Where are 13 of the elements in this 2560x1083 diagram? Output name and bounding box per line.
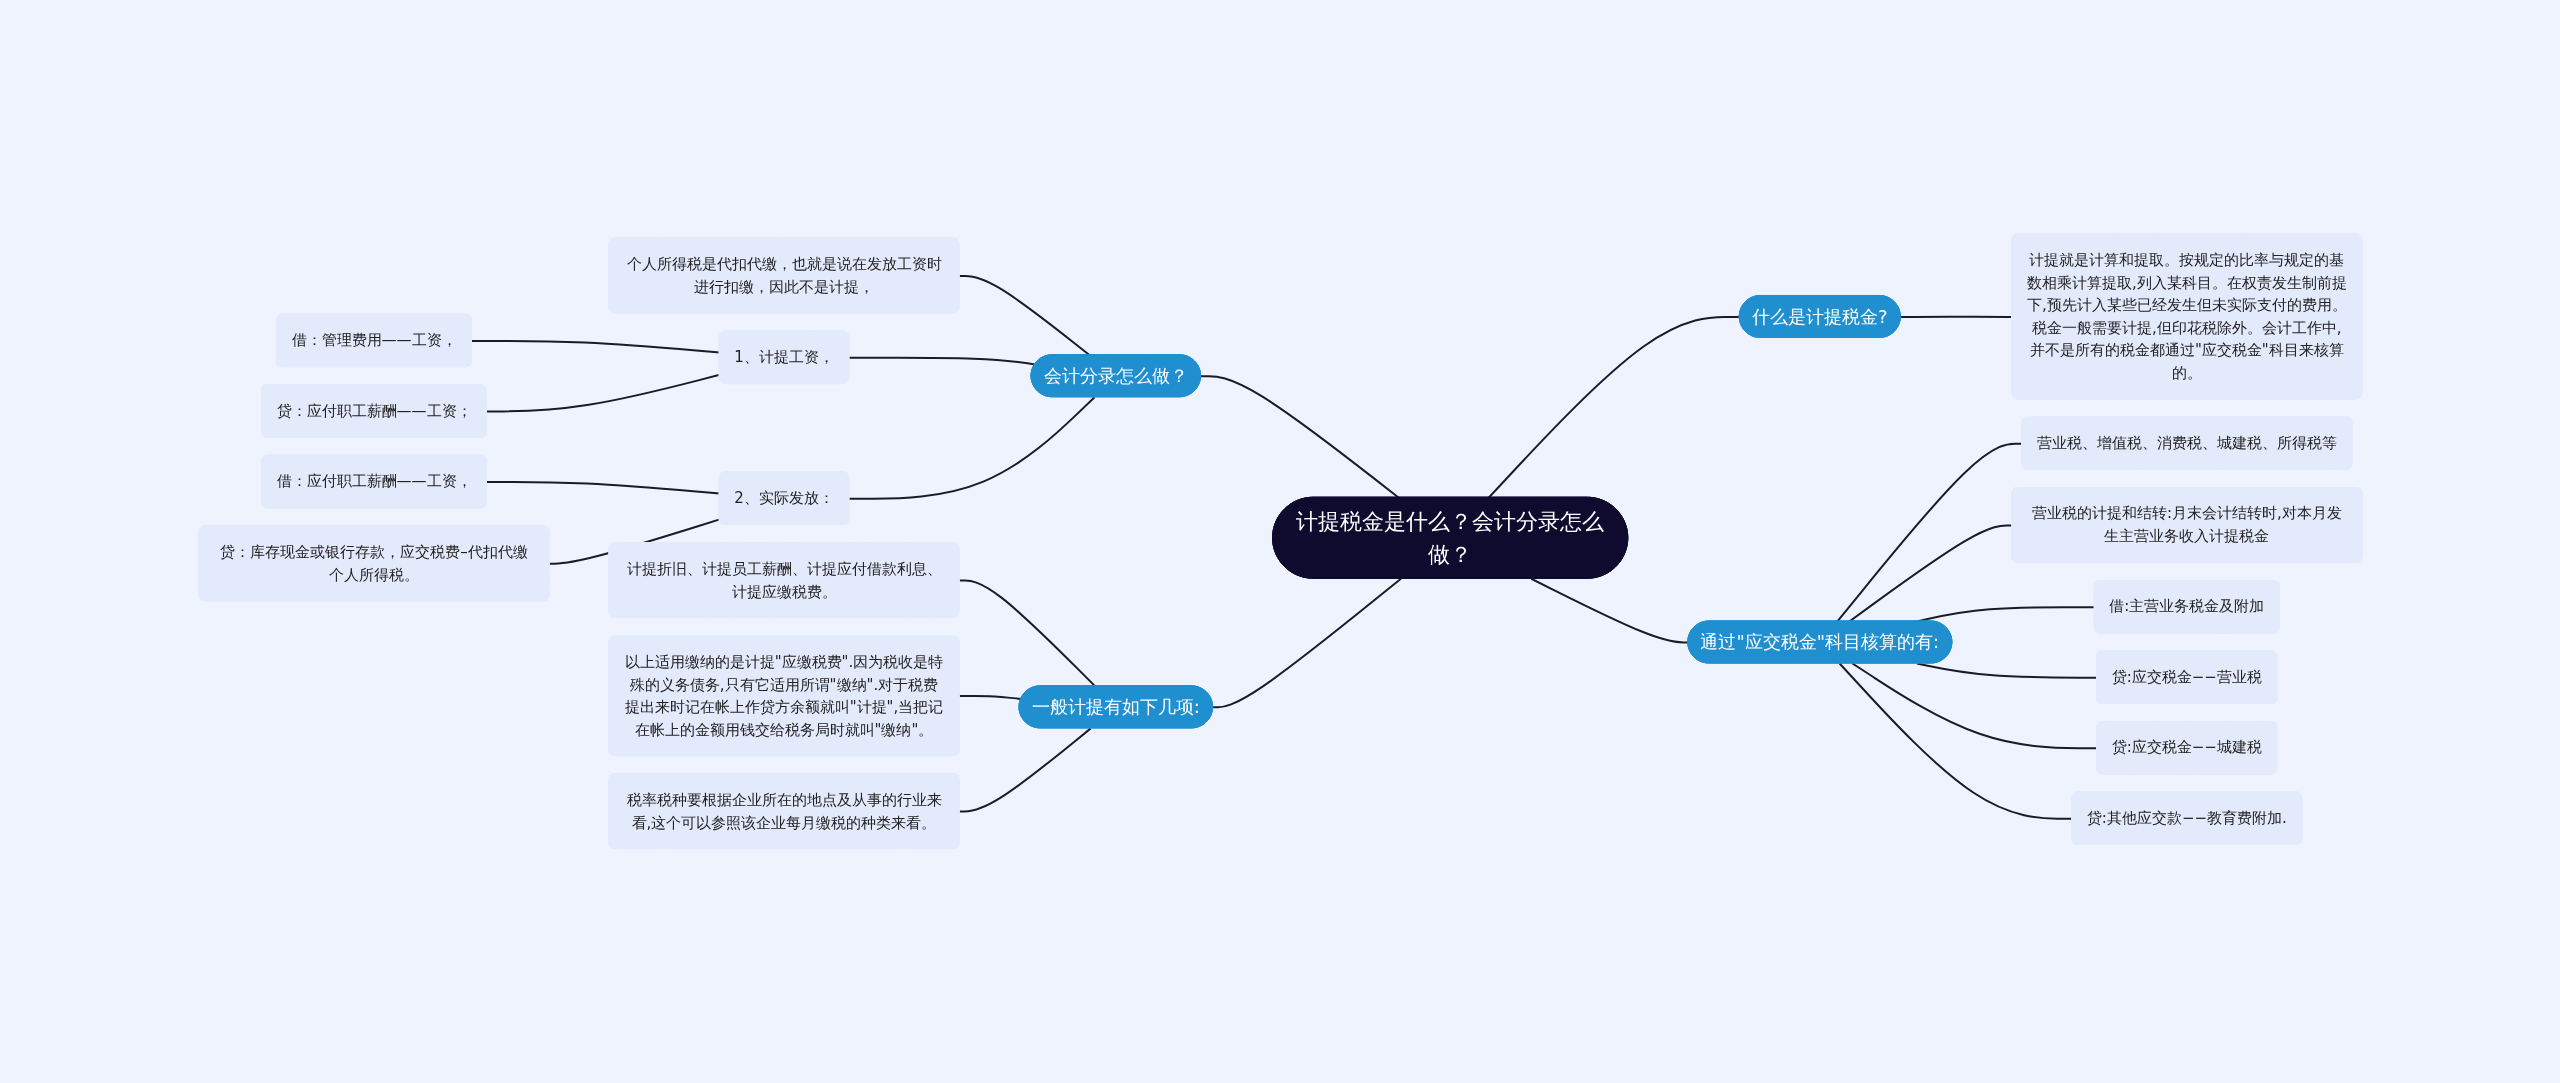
connector <box>1529 577 1689 644</box>
connector <box>1851 662 2098 750</box>
connector <box>847 356 1036 366</box>
connector <box>1847 524 2013 623</box>
connector <box>958 727 1092 813</box>
connector <box>1199 375 1400 499</box>
connector <box>1836 442 2023 623</box>
connector <box>958 695 1022 701</box>
connector <box>958 579 1096 688</box>
connector <box>847 396 1096 501</box>
connector <box>1838 662 2073 820</box>
connector <box>1211 577 1402 709</box>
connector <box>1899 315 2013 319</box>
